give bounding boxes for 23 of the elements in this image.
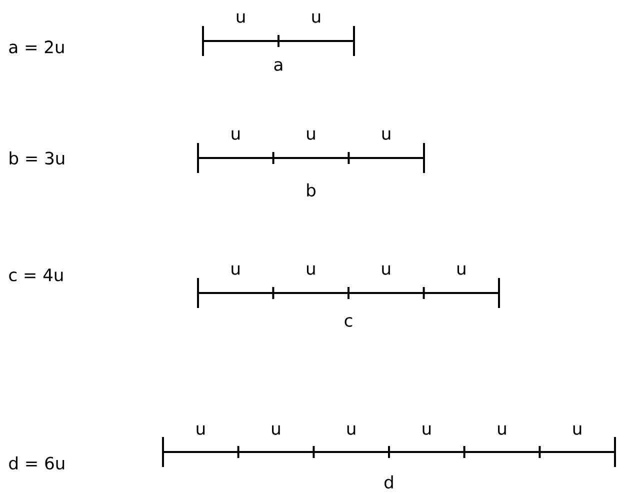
- equation-label: d = 6u: [9, 456, 64, 470]
- unit-label: u: [422, 425, 431, 435]
- segment-label: c: [344, 317, 352, 327]
- unit-label: u: [232, 130, 240, 140]
- unit-label: u: [312, 13, 320, 23]
- unit-label: u: [347, 425, 356, 435]
- unit-label: u: [196, 425, 205, 435]
- segment-label: d: [384, 475, 393, 489]
- unit-label: u: [382, 130, 390, 140]
- equation-label: c = 4u: [9, 268, 63, 282]
- equation-label: b = 3u: [10, 151, 64, 165]
- segment-label: b: [307, 183, 316, 197]
- unit-label: u: [457, 265, 466, 275]
- equation-label: a = 2u: [9, 40, 64, 54]
- unit-label: u: [382, 265, 390, 275]
- unit-label: u: [236, 13, 245, 23]
- unit-label: u: [573, 425, 582, 435]
- unit-label: u: [498, 425, 506, 435]
- unit-label: u: [232, 265, 240, 275]
- unit-label: u: [307, 130, 315, 140]
- unit-label: u: [306, 265, 315, 275]
- segment-label: a: [274, 61, 282, 71]
- unit-label: u: [272, 425, 280, 435]
